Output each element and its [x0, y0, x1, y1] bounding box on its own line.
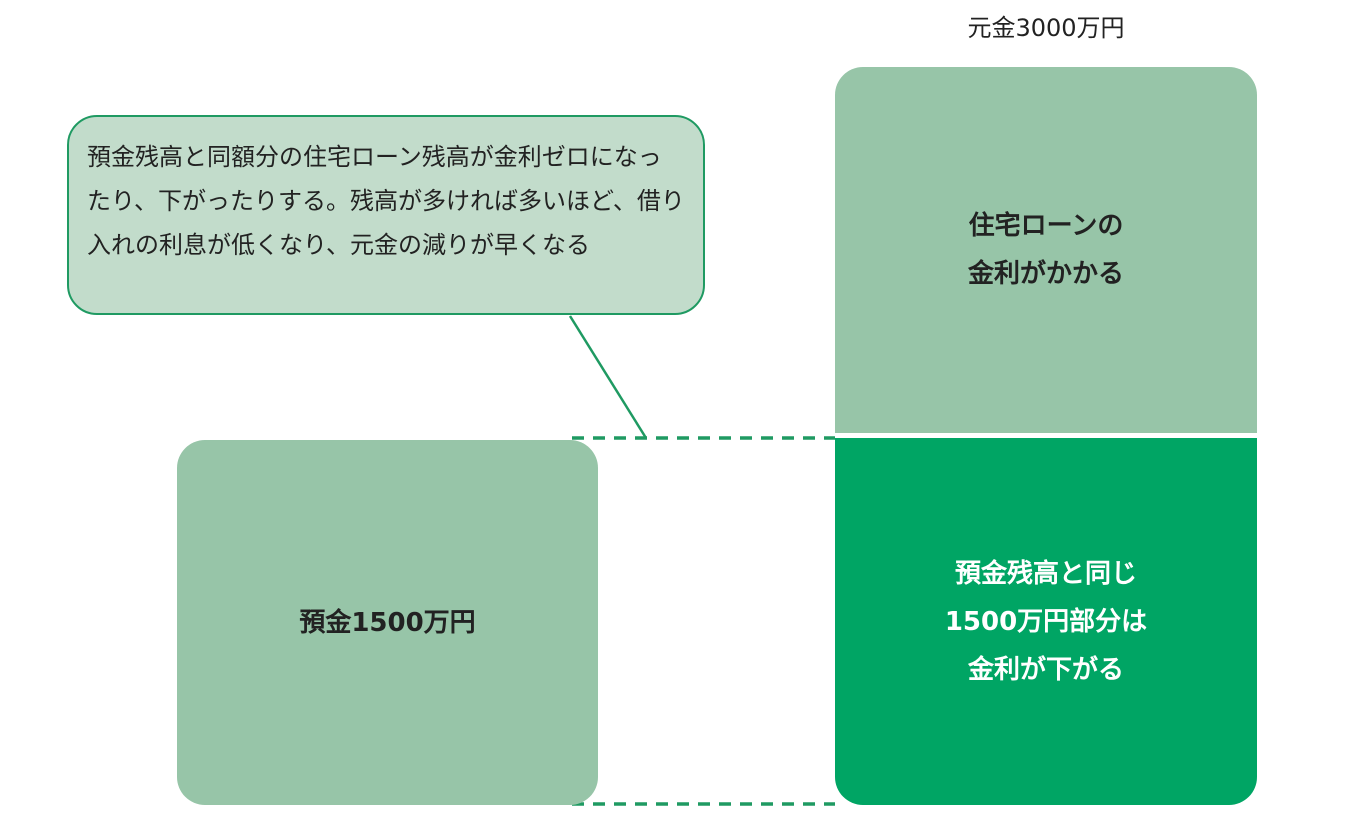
- principal-label: 元金3000万円: [967, 14, 1125, 42]
- callout-pointer: [568, 315, 648, 439]
- deposit-block: 預金1500万円: [177, 440, 598, 805]
- loan-interest-block: 住宅ローンの 金利がかかる: [835, 67, 1257, 433]
- explanation-callout: 預金残高と同額分の住宅ローン残高が金利ゼロになったり、下がったりする。残高が多け…: [67, 115, 705, 315]
- reduced-interest-block: 預金残高と同じ 1500万円部分は 金利が下がる: [835, 438, 1257, 805]
